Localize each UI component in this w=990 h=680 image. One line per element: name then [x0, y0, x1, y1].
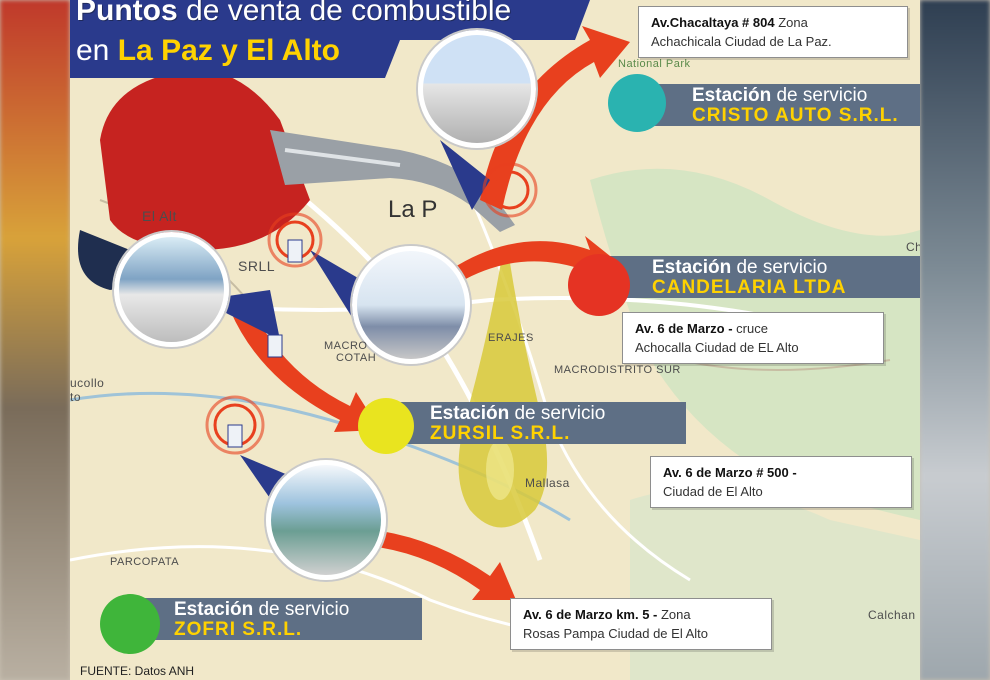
blurred-right-edge [920, 0, 990, 680]
station-dot-cristo-auto [608, 74, 666, 132]
address-note-cristo-auto: Av.Chacaltaya # 804 Zona Achachicala Ciu… [638, 6, 908, 58]
title-line-1: Puntos de venta de combustible [76, 0, 511, 28]
blurred-left-edge [0, 0, 70, 680]
title-rest: de venta de combustible [186, 0, 512, 27]
station-banner-candelaria: Estación de servicio CANDELARIA LTDA [610, 256, 920, 298]
address-note-zofri: Av. 6 de Marzo km. 5 - Zona Rosas Pampa … [510, 598, 772, 650]
title-block: Puntos de venta de combustible en La Paz… [70, 0, 590, 78]
map-label-srl: SRLL [238, 258, 276, 274]
title-highlight: La Paz y El Alto [117, 34, 340, 67]
map-label-mallasa: Mallasa [525, 476, 570, 490]
station-dot-zofri [100, 594, 160, 654]
map-label-ucollo: ucollo [70, 376, 105, 390]
address-note-zursil: Av. 6 de Marzo # 500 - Ciudad de El Alto [650, 456, 912, 508]
map-label-el-alto: El Alt [142, 208, 177, 224]
map-label-parcopata: PARCOPATA [110, 556, 180, 568]
map-label-erajes: ERAJES [488, 332, 534, 344]
station-name: ZURSIL S.R.L. [430, 423, 571, 444]
address-line-2: Ciudad de El Alto [663, 484, 763, 499]
title-prefix: en [76, 34, 110, 67]
title-bold-word: Puntos [76, 0, 178, 27]
address-line-1: Av.Chacaltaya # 804 Zona [651, 15, 808, 30]
station-banner-zofri: Estación de servicio ZOFRI S.R.L. [132, 598, 422, 640]
address-line-2: Achocalla Ciudad de EL Alto [635, 340, 799, 355]
station-photo-hansa [114, 232, 229, 347]
map-label-macrodistrito-sur: MACRODISTRITO SUR [554, 364, 681, 376]
station-photo-candelaria [352, 246, 470, 364]
title-line-2: en La Paz y El Alto [76, 34, 340, 68]
map-label-to: to [70, 390, 82, 404]
station-name: ZOFRI S.R.L. [174, 619, 303, 640]
station-dot-candelaria [568, 254, 630, 316]
station-heading: Estación de servicio [692, 85, 868, 106]
station-photo-zofri [266, 460, 386, 580]
map-label-national-park: National Park [618, 58, 691, 70]
map-label-ch: Ch [906, 240, 920, 254]
station-banner-cristo-auto: Estación de servicio CRISTO AUTO S.R.L. [650, 84, 920, 126]
source-credit: FUENTE: Datos ANH [80, 664, 195, 678]
station-name: CANDELARIA LTDA [652, 277, 847, 298]
station-heading: Estación de servicio [652, 257, 828, 278]
address-note-candelaria: Av. 6 de Marzo - cruce Achocalla Ciudad … [622, 312, 884, 364]
station-banner-zursil: Estación de servicio ZURSIL S.R.L. [388, 402, 686, 444]
station-dot-zursil [358, 398, 414, 454]
station-photo-cristo-auto [418, 30, 536, 148]
address-line-2: Rosas Pampa Ciudad de El Alto [523, 626, 708, 641]
station-name: CRISTO AUTO S.R.L. [692, 105, 899, 126]
address-line-2: Achachicala Ciudad de La Paz. [651, 34, 832, 49]
map-label-calchan: Calchan [868, 608, 916, 622]
address-line-1: Av. 6 de Marzo # 500 - [663, 465, 797, 480]
map-label-macro: MACRO [324, 340, 368, 352]
map-label-cotah: COTAH [336, 352, 377, 364]
address-line-1: Av. 6 de Marzo - cruce [635, 321, 768, 336]
station-heading: Estación de servicio [174, 599, 350, 620]
station-heading: Estación de servicio [430, 403, 606, 424]
map-label-la-paz: La P [388, 196, 438, 223]
address-line-1: Av. 6 de Marzo km. 5 - Zona [523, 607, 691, 622]
infographic: Puntos de venta de combustible en La Paz… [70, 0, 920, 680]
